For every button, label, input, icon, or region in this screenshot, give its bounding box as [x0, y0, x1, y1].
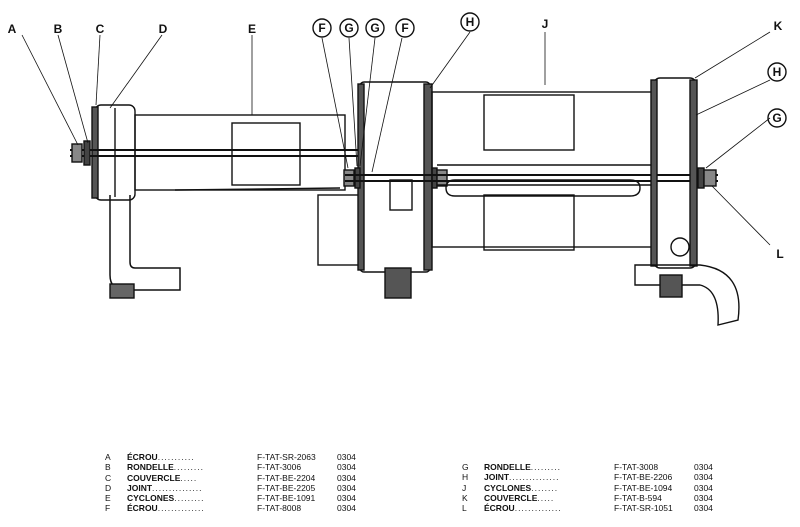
part-name: ÉCROU: [484, 503, 515, 514]
right-cover-joint: [689, 79, 698, 267]
part-code: 0304: [694, 503, 713, 514]
cyclone-body-j: [431, 91, 655, 248]
legend-row: E CYCLONES......... F-TAT-BE-1091 0304: [105, 493, 367, 503]
right-washer: [697, 167, 705, 189]
part-code: 0304: [694, 462, 713, 472]
part-letter: J: [462, 482, 467, 493]
center-foot: [384, 267, 412, 299]
legend-row: J CYCLONES........ F-TAT-BE-1094 0304: [462, 483, 724, 493]
legend-row: A ÉCROU........... F-TAT-SR-2063 0304: [105, 452, 367, 462]
part-code: 0304: [337, 472, 356, 483]
lower-left-box: [317, 194, 361, 266]
center-joint-right: [423, 83, 433, 271]
right-joint: [650, 79, 658, 267]
part-name: COUVERCLE: [127, 472, 181, 483]
part-ref: F-TAT-SR-2063: [257, 452, 316, 462]
part-name: ÉCROU: [127, 452, 158, 462]
part-ref: F-TAT-BE-1091: [257, 493, 316, 504]
part-letter: C: [105, 472, 112, 483]
callout-g-3: G: [772, 111, 781, 125]
callout-a: A: [8, 22, 17, 36]
left-nut: [71, 143, 83, 163]
center-nut-f2: [436, 169, 448, 187]
parts-legend-right: G RONDELLE......... F-TAT-3008 0304 H JO…: [462, 462, 724, 513]
part-ref: F-TAT-BE-1094: [614, 482, 673, 493]
cyclone-window-e: [231, 122, 301, 186]
right-nut: [703, 169, 717, 187]
callout-d: D: [159, 22, 168, 36]
part-letter: F: [105, 503, 111, 514]
part-letter: D: [105, 482, 112, 493]
callout-f-1: F: [318, 21, 325, 35]
part-letter: H: [462, 472, 469, 483]
center-housing: [359, 81, 431, 273]
legend-row: K COUVERCLE..... F-TAT-B-594 0304: [462, 493, 724, 503]
part-ref: F-TAT-8008: [257, 503, 302, 514]
part-name: CYCLONES: [127, 493, 175, 504]
part-name: COUVERCLE: [484, 492, 538, 503]
left-foot: [109, 283, 135, 299]
left-joint: [91, 106, 99, 199]
callout-b: B: [54, 22, 63, 36]
callout-h-1: H: [466, 15, 475, 29]
part-letter: G: [462, 462, 469, 472]
part-ref: F-TAT-B-594: [614, 492, 662, 503]
part-name: RONDELLE: [127, 462, 174, 473]
legend-row: G RONDELLE......... F-TAT-3008 0304: [462, 462, 724, 472]
part-ref: F-TAT-3008: [614, 462, 659, 472]
legend-row: H JOINT............... F-TAT-BE-2206 030…: [462, 472, 724, 482]
part-name: JOINT: [127, 482, 153, 493]
center-washer-g1: [354, 167, 361, 189]
center-washer-g2: [431, 167, 438, 189]
cyclone-body-e: [134, 114, 346, 191]
part-name: JOINT: [484, 472, 510, 483]
part-code: 0304: [694, 472, 713, 483]
legend-row: C COUVERCLE..... F-TAT-BE-2204 0304: [105, 473, 367, 483]
callout-g-2: G: [370, 21, 379, 35]
callout-j: J: [542, 17, 549, 31]
part-letter: B: [105, 462, 111, 473]
callout-h-2: H: [773, 65, 782, 79]
legend-row: F ÉCROU.............. F-TAT-8008 0304: [105, 503, 367, 513]
legend-row: B RONDELLE......... F-TAT-3006 0304: [105, 462, 367, 472]
right-cover-port: [670, 237, 690, 257]
callout-l: L: [776, 247, 783, 261]
part-name: CYCLONES: [484, 482, 532, 493]
part-code: 0304: [337, 482, 356, 493]
parts-legend-left: A ÉCROU........... F-TAT-SR-2063 0304 B …: [105, 452, 367, 514]
right-outlet-pipe: [634, 264, 740, 326]
legend-row: L ÉCROU.............. F-TAT-SR-1051 0304: [462, 503, 724, 513]
part-ref: F-TAT-SR-1051: [614, 503, 673, 514]
part-code: 0304: [337, 452, 356, 462]
part-code: 0304: [694, 482, 713, 493]
part-letter: E: [105, 493, 111, 504]
legend-row: D JOINT............... F-TAT-BE-2205 030…: [105, 483, 367, 493]
part-name: RONDELLE: [484, 462, 531, 472]
part-ref: F-TAT-BE-2204: [257, 472, 316, 483]
part-name: ÉCROU: [127, 503, 158, 514]
callout-c: C: [96, 22, 105, 36]
part-ref: F-TAT-3006: [257, 462, 302, 473]
part-code: 0304: [694, 492, 713, 503]
left-inlet-pipe: [109, 195, 181, 291]
part-code: 0304: [337, 493, 356, 504]
callout-e: E: [248, 22, 256, 36]
part-letter: L: [462, 503, 467, 514]
left-washer: [83, 140, 91, 166]
callout-f-2: F: [401, 21, 408, 35]
part-code: 0304: [337, 462, 356, 473]
part-letter: A: [105, 452, 111, 462]
right-foot: [659, 274, 683, 298]
callout-g-1: G: [344, 21, 353, 35]
center-nut-f1: [343, 169, 355, 187]
callout-k: K: [774, 19, 783, 33]
part-ref: F-TAT-BE-2206: [614, 472, 673, 483]
part-letter: K: [462, 492, 468, 503]
cyclone-window-j: [483, 94, 575, 151]
part-code: 0304: [337, 503, 356, 514]
part-ref: F-TAT-BE-2205: [257, 482, 316, 493]
